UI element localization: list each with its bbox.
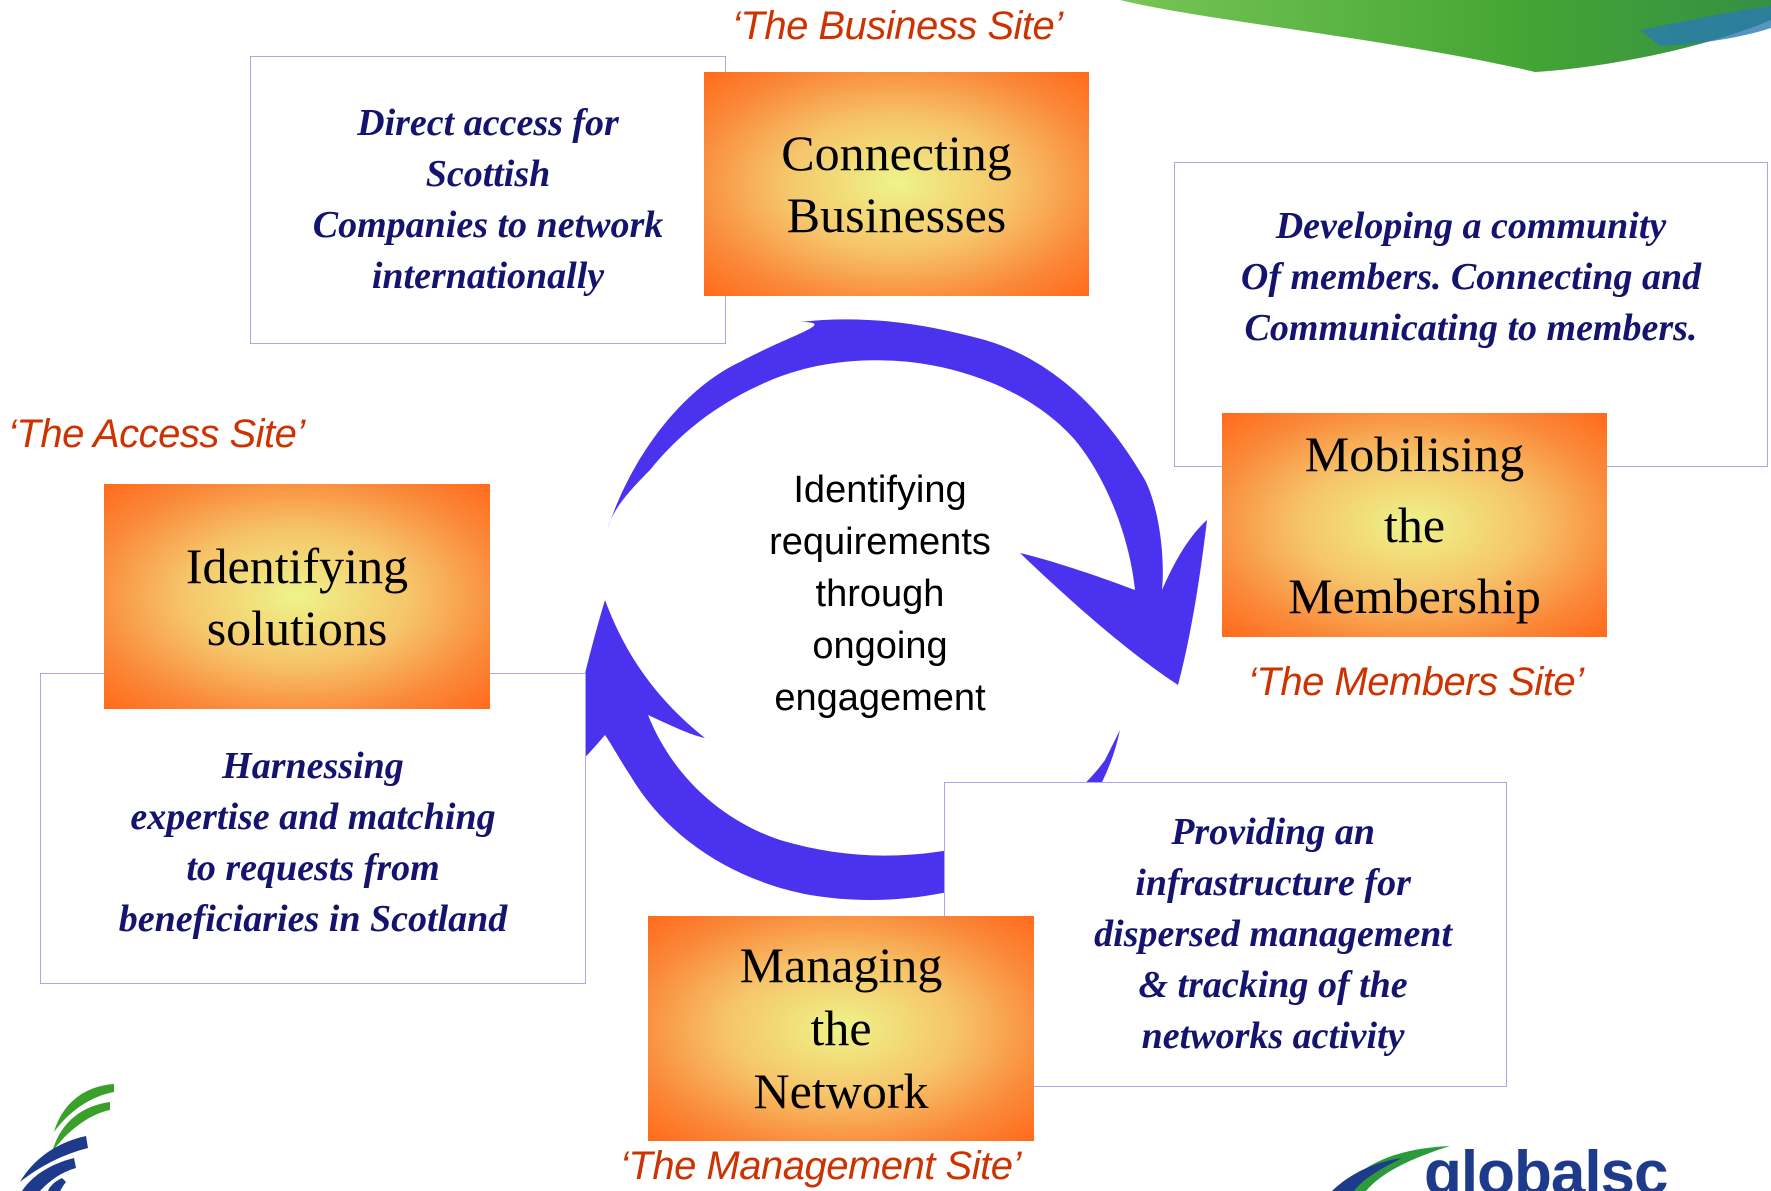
managing-network-label: Managing the Network bbox=[739, 937, 943, 1119]
connecting-businesses-box: Connecting Businesses bbox=[704, 72, 1089, 296]
management-description-text: Providing an infrastructure for disperse… bbox=[1094, 811, 1452, 1057]
swoosh-icon bbox=[1332, 1146, 1450, 1191]
management-site-label: ‘The Management Site’ bbox=[620, 1144, 1021, 1188]
lower-arrow bbox=[565, 600, 1120, 900]
managing-network-box: Managing the Network bbox=[648, 916, 1034, 1141]
business-site-label: ‘The Business Site’ bbox=[732, 4, 1063, 48]
access-description-box: Harnessing expertise and matching to req… bbox=[40, 673, 586, 984]
center-text: Identifying requirements through ongoing… bbox=[769, 469, 991, 719]
access-site-label: ‘The Access Site’ bbox=[8, 412, 305, 456]
mobilising-membership-label: Mobilising the Membership bbox=[1288, 425, 1541, 624]
globalscot-logo: globalsc bbox=[1332, 1142, 1771, 1191]
mobilising-membership-box: Mobilising the Membership bbox=[1222, 413, 1607, 637]
upper-arrow bbox=[608, 319, 1207, 685]
management-description-box: Providing an infrastructure for disperse… bbox=[944, 782, 1507, 1087]
business-description-text: Direct access for Scottish Companies to … bbox=[312, 102, 664, 297]
business-description-box: Direct access for Scottish Companies to … bbox=[250, 56, 726, 344]
access-description-text: Harnessing expertise and matching to req… bbox=[118, 745, 508, 940]
connecting-businesses-label: Connecting Businesses bbox=[781, 125, 1012, 243]
members-site-label: ‘The Members Site’ bbox=[1248, 660, 1584, 704]
identifying-solutions-label: Identifying solutions bbox=[185, 537, 409, 656]
identifying-solutions-box: Identifying solutions bbox=[104, 484, 490, 709]
logo-text: globalsc bbox=[1424, 1142, 1669, 1191]
scotland-logo-icon bbox=[20, 1084, 114, 1191]
members-description-text: Developing a community Of members. Conne… bbox=[1240, 205, 1702, 349]
top-banner-graphic bbox=[130, 0, 1771, 72]
